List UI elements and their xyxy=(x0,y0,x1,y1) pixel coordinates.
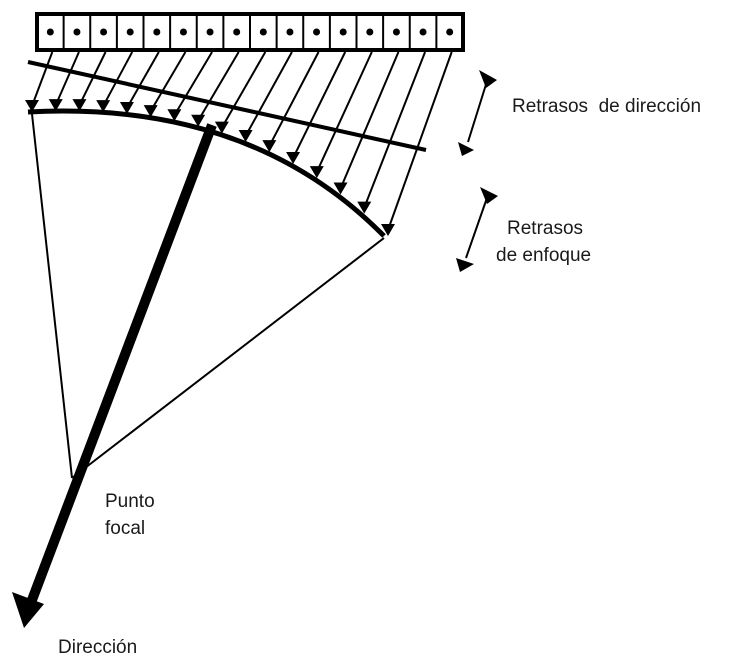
array-element xyxy=(313,28,321,36)
array-element xyxy=(126,28,134,36)
delay-arrowhead xyxy=(333,182,348,195)
array-element xyxy=(286,28,294,36)
focusing-delay-double-arrow xyxy=(456,187,498,272)
focusing-delays-label-line1: Retrasos xyxy=(507,218,584,239)
beam-arrowhead xyxy=(12,592,44,628)
delay-line xyxy=(54,51,80,106)
delay-line xyxy=(31,51,54,107)
delay-line xyxy=(220,51,267,129)
delay-arrowhead xyxy=(143,105,158,118)
direction-label: Dirección xyxy=(58,637,138,658)
focusing-arc xyxy=(27,108,386,238)
focusing-delays-label-line2: de enfoque xyxy=(496,245,592,266)
delay-lines xyxy=(31,51,453,231)
array-element xyxy=(100,28,108,36)
delay-line xyxy=(339,51,400,189)
array-elements xyxy=(46,14,454,50)
delay-line xyxy=(126,51,160,109)
delay-line xyxy=(292,51,347,159)
array-element xyxy=(446,28,454,36)
array-element xyxy=(419,28,427,36)
delay-arrowhead xyxy=(262,140,277,153)
delay-line xyxy=(173,51,213,116)
array-element xyxy=(259,28,267,36)
delay-arrowhead xyxy=(48,99,63,112)
beam-direction-arrow xyxy=(27,123,217,602)
steering-delay-line xyxy=(27,60,427,152)
steering-delay-double-arrow xyxy=(458,70,497,156)
delay-line xyxy=(315,51,373,173)
delay-line xyxy=(387,51,453,231)
array-element xyxy=(392,28,400,36)
array-element xyxy=(46,28,54,36)
delay-arrowhead xyxy=(214,121,229,134)
array-element xyxy=(153,28,161,36)
delay-line xyxy=(149,51,187,112)
array-element xyxy=(73,28,81,36)
steering-delays-label: Retrasos de dirección xyxy=(512,96,702,117)
array-element xyxy=(206,28,214,36)
delay-line xyxy=(244,51,293,137)
delay-arrowhead xyxy=(309,166,324,179)
delay-arrowhead xyxy=(286,152,301,165)
focus-line-right xyxy=(71,237,385,479)
delay-line xyxy=(102,51,134,107)
delay-arrowhead xyxy=(119,102,134,115)
array-element xyxy=(366,28,374,36)
delay-arrowhead xyxy=(381,224,395,236)
array-element xyxy=(233,28,241,36)
delay-line xyxy=(78,51,107,106)
focal-point-label-line2: focal xyxy=(105,518,146,539)
focus-line-left xyxy=(31,113,73,479)
transducer-array xyxy=(35,12,465,52)
delay-arrowhead xyxy=(238,130,253,143)
array-element xyxy=(339,28,347,36)
delay-line xyxy=(268,51,320,147)
delay-line xyxy=(363,51,426,209)
delay-arrowhead xyxy=(191,114,206,127)
delay-arrowhead xyxy=(167,109,182,122)
delay-arrowhead xyxy=(96,100,111,113)
delay-arrowhead xyxy=(25,100,39,112)
focal-point-label-line1: Punto xyxy=(105,491,155,512)
arc-arrowheads xyxy=(25,99,395,236)
array-element xyxy=(179,28,187,36)
delay-arrowhead xyxy=(72,99,87,112)
delay-arrowhead xyxy=(357,201,372,214)
delay-line xyxy=(197,51,240,122)
